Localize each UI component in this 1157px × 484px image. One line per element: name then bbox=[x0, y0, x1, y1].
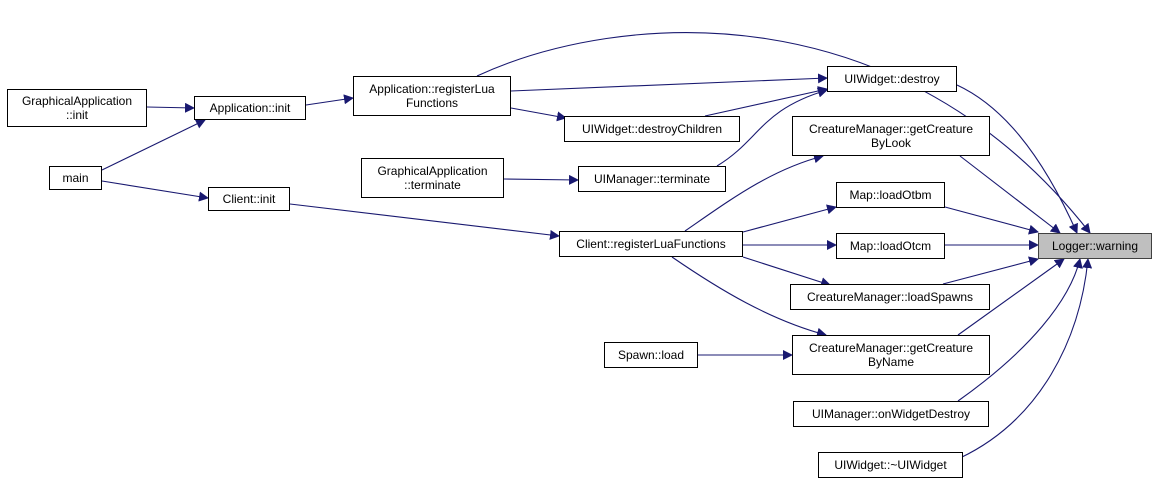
node-application-register-lua-functions[interactable]: Application::registerLua Functions bbox=[353, 76, 511, 116]
node-uimanager-terminate[interactable]: UIManager::terminate bbox=[578, 166, 726, 192]
edge-client-register-lua-to-get-by-name bbox=[671, 256, 827, 338]
node-creaturemanager-get-creature-by-look[interactable]: CreatureManager::getCreature ByLook bbox=[792, 116, 990, 156]
edge-load-spawns-to-logger bbox=[942, 256, 1039, 285]
edge-uiwidget-dtor-to-logger bbox=[959, 258, 1093, 459]
edge-uiwidget-destroy-to-logger bbox=[956, 84, 1078, 234]
edge-graphical-terminate-to-uimanager-terminate bbox=[503, 174, 579, 185]
edge-main-to-app-init bbox=[101, 119, 206, 171]
node-map-load-otcm[interactable]: Map::loadOtcm bbox=[836, 233, 945, 259]
edge-app-init-to-app-register-lua bbox=[305, 94, 354, 106]
node-client-init[interactable]: Client::init bbox=[208, 187, 290, 211]
edge-app-register-lua-to-uiwidget-destroy bbox=[510, 73, 828, 92]
edge-destroy-children-to-uiwidget-destroy bbox=[704, 86, 828, 117]
node-uimanager-on-widget-destroy[interactable]: UIManager::onWidgetDestroy bbox=[793, 401, 989, 427]
edge-get-by-name-to-logger bbox=[957, 258, 1065, 336]
node-creaturemanager-get-creature-by-name[interactable]: CreatureManager::getCreature ByName bbox=[792, 335, 990, 375]
edge-client-register-lua-to-load-otbm bbox=[742, 204, 837, 233]
edge-app-register-lua-to-logger bbox=[476, 32, 1091, 234]
edge-client-register-lua-to-load-spawns bbox=[742, 256, 831, 288]
edge-main-to-client-init bbox=[101, 180, 209, 202]
edge-load-otbm-to-logger bbox=[944, 206, 1039, 235]
node-main[interactable]: main bbox=[49, 166, 102, 190]
edge-uimanager-terminate-to-uiwidget-destroy bbox=[716, 87, 828, 167]
node-graphical-application-init[interactable]: GraphicalApplication ::init bbox=[7, 89, 147, 127]
node-creaturemanager-load-spawns[interactable]: CreatureManager::loadSpawns bbox=[790, 284, 990, 310]
node-uiwidget-destroy[interactable]: UIWidget::destroy bbox=[827, 66, 957, 92]
edge-app-register-lua-to-destroy-children bbox=[510, 107, 567, 122]
edge-get-by-look-to-logger bbox=[959, 155, 1061, 234]
edge-graphical-app-init-to-app-init bbox=[146, 102, 195, 113]
node-graphical-application-terminate[interactable]: GraphicalApplication ::terminate bbox=[361, 158, 504, 198]
node-logger-warning: Logger::warning bbox=[1038, 233, 1152, 259]
edge-client-init-to-client-register-lua bbox=[289, 203, 560, 240]
node-client-register-lua-functions[interactable]: Client::registerLuaFunctions bbox=[559, 231, 743, 257]
node-uiwidget-destroy-children[interactable]: UIWidget::destroyChildren bbox=[564, 116, 740, 142]
node-uiwidget-destructor[interactable]: UIWidget::~UIWidget bbox=[818, 452, 963, 478]
node-application-init[interactable]: Application::init bbox=[194, 96, 306, 120]
edge-client-register-lua-to-get-by-look bbox=[684, 153, 824, 232]
node-spawn-load[interactable]: Spawn::load bbox=[604, 342, 698, 368]
edge-on-widget-destroy-to-logger bbox=[957, 258, 1083, 402]
node-map-load-otbm[interactable]: Map::loadOtbm bbox=[836, 182, 945, 208]
